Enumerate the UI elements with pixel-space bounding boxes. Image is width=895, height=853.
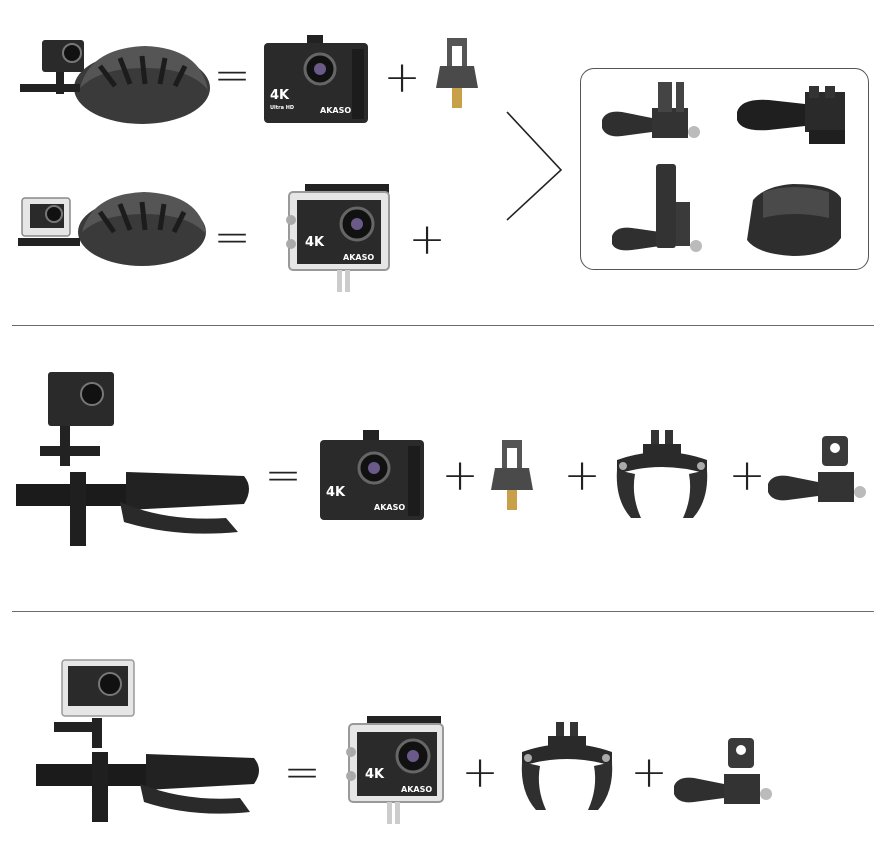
camera-brand-label: AKASO bbox=[320, 106, 351, 115]
waterproof-case-icon: 4K AKASO bbox=[286, 184, 390, 292]
section-divider bbox=[12, 611, 874, 612]
plus-sign: + bbox=[630, 747, 668, 798]
section-handlebar-camera: = 4K AKASO + + + bbox=[0, 330, 895, 610]
pivot-arm-icon bbox=[602, 82, 700, 138]
section-handlebar-case: = 4K AKASO + + bbox=[0, 616, 895, 853]
camera-resolution-label: 4K bbox=[365, 767, 385, 782]
plus-sign: + bbox=[461, 747, 499, 798]
pivot-arm-icon bbox=[768, 436, 866, 502]
buckle-mount-icon bbox=[737, 86, 845, 144]
camera-resolution-label: 4K bbox=[270, 88, 290, 103]
action-camera-icon: 4K AKASO bbox=[320, 430, 424, 520]
plus-sign: + bbox=[441, 450, 479, 501]
camera-subtitle-label: Ultra HD bbox=[270, 105, 294, 111]
camera-resolution-label: 4K bbox=[326, 485, 346, 500]
plus-sign: + bbox=[728, 450, 766, 501]
section-helmet-mount: = 4K Ultra HD AKASO + = 4K AKASO bbox=[0, 0, 895, 320]
tripod-adapter-icon bbox=[436, 38, 478, 108]
plus-sign: + bbox=[408, 214, 446, 265]
extension-arm-icon bbox=[612, 164, 702, 252]
mounts-group-box bbox=[580, 68, 869, 270]
camera-brand-label: AKASO bbox=[343, 253, 374, 262]
bike-handlebar-with-case-icon bbox=[36, 659, 259, 822]
curved-adhesive-base-icon bbox=[747, 184, 841, 256]
equals-sign: = bbox=[264, 450, 302, 501]
helmet-with-case-icon bbox=[18, 192, 206, 266]
equals-sign: = bbox=[213, 50, 251, 101]
section-divider bbox=[12, 325, 874, 326]
helmet-with-camera-icon bbox=[20, 40, 210, 124]
tripod-adapter-icon bbox=[491, 440, 533, 510]
handlebar-mount-icon bbox=[616, 430, 708, 518]
plus-sign: + bbox=[383, 52, 421, 103]
equals-sign: = bbox=[213, 212, 251, 263]
equals-sign: = bbox=[283, 747, 321, 798]
camera-resolution-label: 4K bbox=[305, 235, 325, 250]
plus-sign: + bbox=[563, 450, 601, 501]
waterproof-case-icon: 4K AKASO bbox=[346, 716, 444, 824]
bike-handlebar-with-camera-icon bbox=[16, 372, 249, 546]
camera-brand-label: AKASO bbox=[401, 785, 432, 794]
handlebar-mount-icon bbox=[521, 722, 613, 810]
bracket-arrow-icon bbox=[506, 111, 563, 221]
pivot-arm-icon bbox=[674, 738, 772, 804]
action-camera-icon: 4K Ultra HD AKASO bbox=[264, 35, 368, 123]
camera-brand-label: AKASO bbox=[374, 503, 405, 512]
